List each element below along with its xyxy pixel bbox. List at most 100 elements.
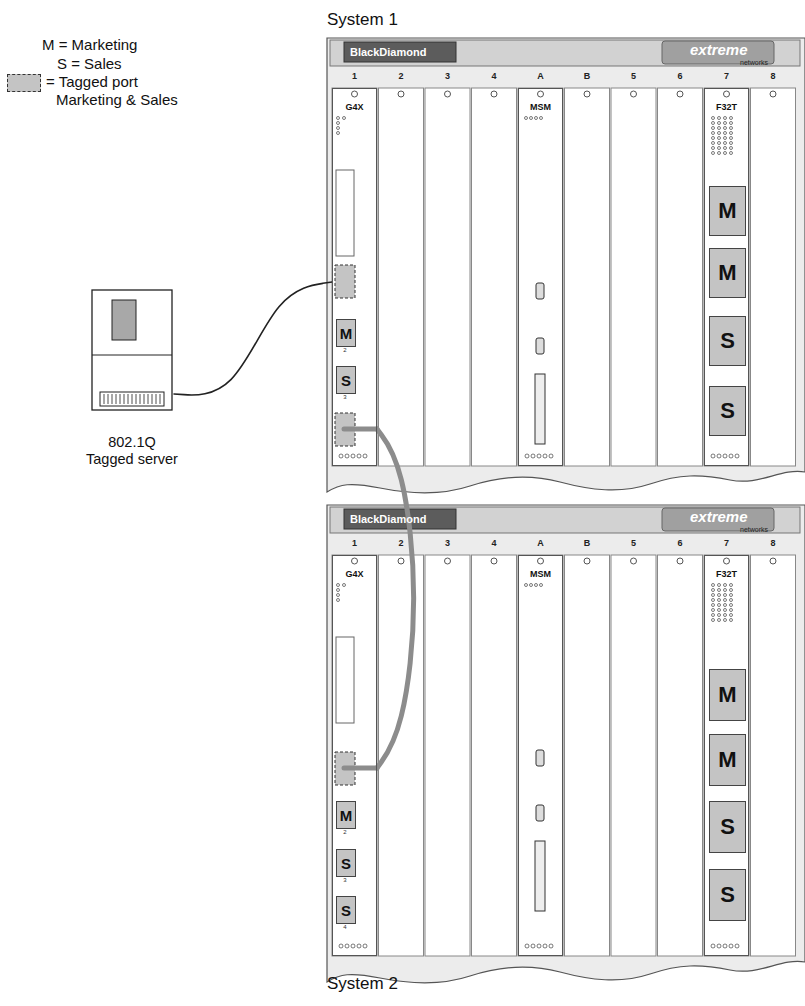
slot-panel — [658, 555, 703, 956]
led — [525, 584, 528, 587]
led — [730, 152, 733, 155]
header-bar — [330, 40, 800, 66]
server-body — [92, 290, 172, 410]
led — [712, 137, 715, 140]
slot-panel — [332, 555, 377, 956]
slot-number: 6 — [676, 539, 683, 549]
port-label: M — [718, 749, 736, 771]
module-name: G4X — [333, 89, 376, 112]
port: S — [709, 386, 746, 436]
led — [718, 599, 721, 602]
screw — [770, 91, 776, 97]
led — [735, 454, 739, 458]
slot-number: 7 — [723, 72, 730, 82]
port-label: M — [340, 808, 353, 823]
port: S — [336, 896, 356, 924]
led — [540, 584, 543, 587]
led — [724, 589, 727, 592]
slot-number: B — [583, 539, 592, 549]
vent-slit — [136, 394, 137, 404]
led — [718, 142, 721, 145]
led — [537, 454, 541, 458]
slot-panel — [704, 555, 749, 956]
system-name: System 1 — [327, 10, 805, 30]
server-label: 802.1Q Tagged server — [84, 434, 180, 468]
screw — [445, 558, 451, 564]
led — [724, 614, 727, 617]
led — [718, 127, 721, 130]
led — [718, 117, 721, 120]
port-label: S — [341, 856, 351, 871]
led — [351, 454, 355, 458]
logo-badge — [344, 42, 456, 62]
led — [712, 609, 715, 612]
led — [537, 944, 541, 948]
port-label: S — [720, 400, 735, 422]
brand-logo: BlackDiamond — [350, 46, 426, 58]
led — [343, 117, 346, 120]
module-card: G4X M S S — [332, 555, 377, 956]
slot-number: 8 — [769, 539, 776, 549]
led — [357, 944, 361, 948]
server-vent — [100, 392, 164, 406]
screw — [538, 558, 544, 564]
cable — [377, 429, 414, 768]
vent-slit — [120, 394, 121, 404]
led — [712, 127, 715, 130]
vent-slit — [124, 394, 125, 404]
slot-panel — [611, 88, 656, 466]
module-name: F32T — [705, 89, 748, 112]
led — [543, 454, 547, 458]
port: M — [709, 248, 746, 298]
led — [712, 599, 715, 602]
screw — [584, 91, 590, 97]
slot-number: 4 — [490, 539, 497, 549]
led — [718, 132, 721, 135]
port-label: M — [718, 684, 736, 706]
chassis-frame — [327, 38, 805, 493]
led — [712, 619, 715, 622]
led — [718, 152, 721, 155]
led — [730, 604, 733, 607]
connector — [536, 750, 544, 766]
led — [717, 944, 721, 948]
module-slot — [336, 637, 354, 723]
module-name: G4X — [333, 556, 376, 579]
slot-number: 4 — [490, 72, 497, 82]
led — [723, 944, 727, 948]
legend-text: M = Marketing — [42, 36, 137, 54]
slot-number: B — [583, 72, 592, 82]
slot-panel — [332, 88, 377, 466]
port: M — [336, 319, 356, 347]
led — [712, 584, 715, 587]
led — [718, 147, 721, 150]
led — [535, 584, 538, 587]
slot-panel — [565, 88, 610, 466]
led — [711, 454, 715, 458]
legend-text: = Tagged port Marketing & Sales — [46, 73, 186, 109]
legend-text: S = Sales — [57, 55, 122, 73]
slot-panel — [472, 555, 517, 956]
module-name: F32T — [705, 556, 748, 579]
slot-panel — [704, 88, 749, 466]
cable — [174, 282, 332, 395]
screw — [491, 558, 497, 564]
server: 802.1Q Tagged server — [90, 290, 174, 412]
brand-logo: networks — [740, 59, 768, 67]
connector — [536, 338, 544, 354]
led — [724, 152, 727, 155]
slot-number: A — [536, 539, 545, 549]
server-seam — [92, 355, 172, 356]
port-label: M — [718, 200, 736, 222]
led — [718, 619, 721, 622]
led — [729, 944, 733, 948]
module-card: MSM — [518, 88, 563, 466]
brand-logo: extreme — [690, 42, 748, 59]
vent-slit — [132, 394, 133, 404]
screw — [538, 91, 544, 97]
led — [339, 944, 343, 948]
led — [729, 454, 733, 458]
vent-slit — [128, 394, 129, 404]
